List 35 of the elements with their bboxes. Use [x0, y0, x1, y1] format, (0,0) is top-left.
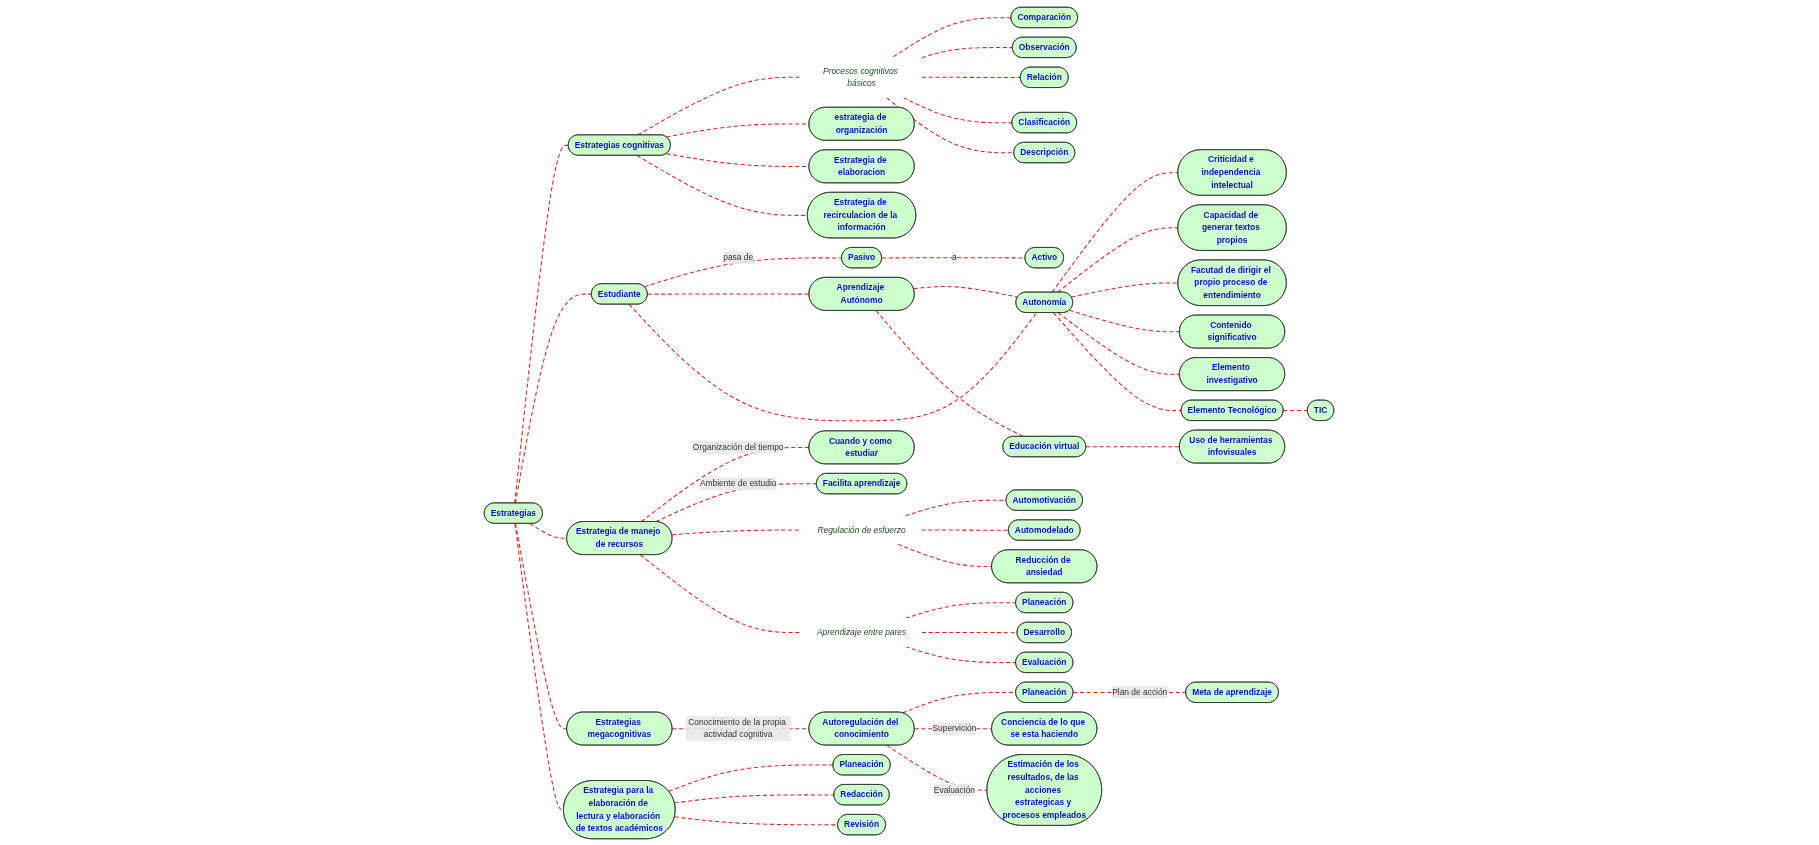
connector [1058, 311, 1181, 375]
connector [514, 522, 565, 810]
connector [1069, 309, 1181, 332]
edge-label: Evaluación [934, 784, 976, 794]
connector [629, 303, 1038, 421]
node-text: Aprendizaje entre pares [817, 627, 907, 637]
connector [674, 793, 836, 803]
connector [647, 292, 811, 295]
edge-label: Plan de acción [1112, 687, 1168, 696]
connector [637, 76, 803, 136]
connector [905, 645, 1017, 663]
connector [921, 529, 1010, 531]
edge-label: a [952, 252, 958, 262]
connector [641, 446, 811, 522]
connector [514, 144, 570, 504]
connector [905, 601, 1017, 619]
connector [636, 154, 809, 216]
connector [1071, 281, 1180, 298]
connector [921, 76, 1022, 78]
connector [1086, 445, 1181, 447]
node-text: Regulación de esfuerzo [817, 524, 907, 534]
connector [640, 553, 803, 633]
connector [674, 815, 839, 825]
edge-label: Conocimiento de la propia actividad cognitiva [688, 717, 787, 739]
edge-label: pasa de [723, 252, 754, 262]
connector [515, 522, 568, 729]
edge-label: Organización del tiempo [693, 442, 784, 452]
node-text: Procesos cognitivos básicos [823, 65, 899, 88]
edge-label: Ambiente de estudio [700, 478, 777, 488]
connector [897, 543, 993, 567]
edge-label: Supervición [932, 723, 977, 733]
connector [644, 256, 843, 287]
connector [529, 522, 568, 539]
connector [515, 293, 593, 504]
connector [903, 96, 1014, 123]
